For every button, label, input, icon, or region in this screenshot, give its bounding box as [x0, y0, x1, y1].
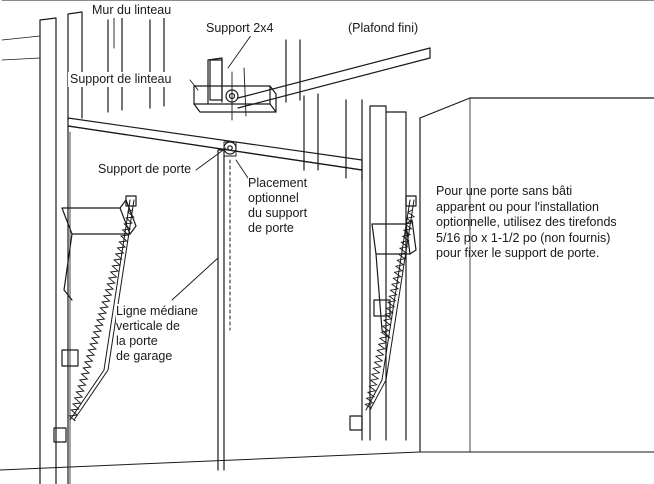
garage-door-panel — [67, 125, 363, 484]
centerline-line-3: la porte — [116, 334, 216, 349]
opener-rail — [237, 47, 431, 109]
centerline-line-4: de garage — [116, 349, 216, 364]
note-line-2: apparent ou pour l'installation — [436, 199, 599, 214]
note-line-4: 5/16 po x 1-1/2 po (non fournis) — [436, 230, 611, 245]
centerline-line-2: verticale de — [116, 319, 216, 334]
header-bracket — [193, 85, 277, 113]
header-wall-studs — [1, 11, 407, 484]
label-vertical-centerline: Ligne médiane verticale de la porte de g… — [114, 304, 218, 364]
placement-line-1: Placement — [248, 176, 338, 191]
note-line-3: optionnelle, utilisez des tirefonds — [436, 215, 617, 229]
note-line-5: pour fixer le support de porte. — [436, 246, 600, 260]
installation-note: Pour une porte sans bâti apparent ou pou… — [436, 184, 651, 262]
door-bracket — [223, 141, 237, 157]
ceiling-support-2x4 — [209, 59, 247, 121]
label-header-wall: Mur du linteau — [90, 3, 174, 18]
placement-line-2: optionnel — [248, 191, 338, 206]
note-line-1: Pour une porte sans bâti — [436, 184, 573, 198]
placement-line-3: du support — [248, 206, 338, 221]
leader-lines — [113, 13, 253, 301]
placement-line-4: de porte — [248, 221, 338, 236]
label-optional-placement: Placement optionnel du support de porte — [246, 176, 340, 236]
garage-wall-outline — [0, 0, 654, 471]
spring-coils — [68, 209, 416, 422]
label-finished-ceiling: (Plafond fini) — [346, 21, 421, 36]
label-door-bracket: Support de porte — [96, 162, 194, 177]
centerline-line-1: Ligne médiane — [116, 304, 216, 319]
label-header-bracket: Support de linteau — [68, 72, 174, 87]
label-support-2x4: Support 2x4 — [204, 21, 276, 36]
